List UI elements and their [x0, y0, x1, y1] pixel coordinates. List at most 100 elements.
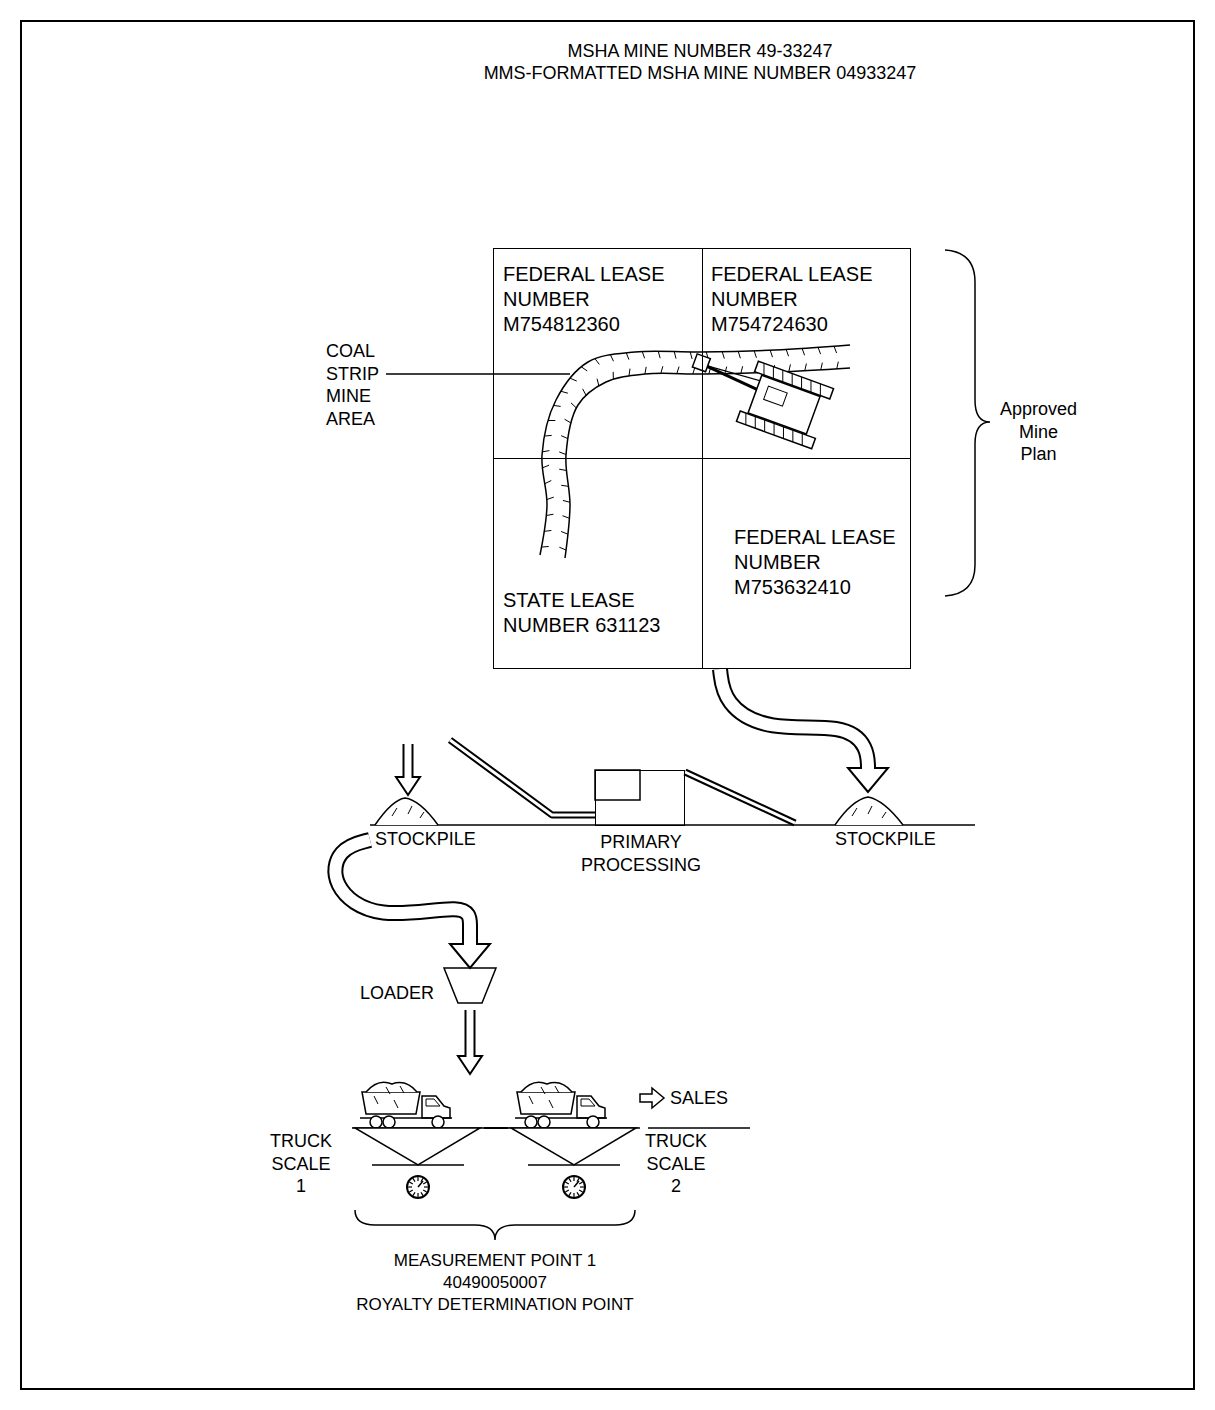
strip-mine-tick [741, 366, 743, 373]
strip-mine-tick [559, 469, 566, 470]
strip-mine-tick [563, 516, 570, 519]
strip-mine-tick [629, 369, 630, 376]
strip-mine-tick [642, 351, 644, 358]
node-text: STATE LEASE NUMBER 631123 [503, 588, 693, 638]
strip-mine-edge [540, 345, 850, 555]
connector-outline [403, 744, 414, 780]
scale-symbol [573, 1177, 574, 1181]
strip-mine-tick [595, 359, 599, 365]
bracket [355, 1210, 635, 1240]
arrow-head [450, 944, 490, 968]
scale-symbol [511, 1128, 636, 1165]
conveyor [396, 740, 595, 815]
loader: LOADER [444, 968, 496, 1008]
measurement-number: 40490050007 [295, 1272, 695, 1293]
lease-box: FEDERAL LEASE NUMBER M754812360 [493, 248, 703, 459]
conveyor [685, 772, 795, 823]
connector-outline [335, 840, 470, 947]
truck-scale: TRUCK SCALE 2 [508, 1075, 640, 1200]
strip-mine-tick [725, 367, 727, 374]
measurement-label: ROYALTY DETERMINATION POINT [295, 1294, 695, 1315]
scale-symbol [407, 1176, 429, 1198]
strip-mine-tick [581, 367, 587, 371]
bracket [945, 250, 990, 596]
dump-truck [360, 1082, 452, 1128]
scale-symbol [508, 1128, 640, 1198]
node-text: TRUCK SCALE 1 [270, 1130, 332, 1198]
connector-inner [467, 1010, 474, 1059]
page-frame [21, 21, 1194, 1389]
stockpile: STOCKPILE [370, 792, 495, 860]
measurement-label: MEASUREMENT POINT 1 [295, 1250, 695, 1271]
scale-symbol [573, 1193, 574, 1197]
scale-symbol [413, 1178, 415, 1181]
dragline [748, 375, 820, 434]
processing-plant: PRIMARY PROCESSING [595, 770, 685, 826]
subtitle: MMS-FORMATTED MSHA MINE NUMBER 04933247 [300, 62, 1100, 85]
scale-symbol [564, 1186, 568, 1187]
connector-outline [450, 740, 595, 815]
strip-mine-tick [722, 352, 724, 359]
strip-mine-tick [802, 348, 804, 355]
loader-hopper-symbol [444, 968, 496, 1003]
node-text: STOCKPILE [375, 828, 476, 851]
connector-inner [720, 669, 868, 771]
flow-label: SALES [670, 1087, 728, 1110]
scale-symbol [424, 1186, 428, 1187]
strip-mine-tick [559, 452, 566, 455]
scale-symbol [574, 1181, 579, 1187]
scale-symbol [423, 1182, 426, 1184]
scale-symbol [409, 1182, 412, 1184]
strip-mine-tick [547, 497, 554, 499]
truck-scale: TRUCK SCALE 1 [352, 1075, 484, 1200]
connector-outline [484, 1127, 508, 1129]
scale-symbol [418, 1181, 423, 1187]
strip-mine-tick [561, 531, 568, 534]
strip-mine-tick [570, 378, 577, 381]
strip-mine-tick [661, 366, 663, 373]
flow-arrow [720, 669, 888, 792]
node-text: FEDERAL LEASE NUMBER M754724630 [711, 262, 901, 337]
strip-mine-tick [770, 350, 772, 357]
strip-mine-tick [754, 351, 756, 358]
strip-mine-tick [818, 347, 820, 354]
strip-mine-tick [821, 363, 823, 370]
strip-mine-tick [658, 351, 660, 358]
stockpile-symbol [852, 806, 886, 818]
stockpile-symbol [392, 806, 424, 818]
bracket-label: Approved Mine Plan [1000, 398, 1077, 466]
scale-symbol [413, 1192, 415, 1195]
node-text: FEDERAL LEASE NUMBER M753632410 [734, 525, 908, 600]
node-text: PRIMARY PROCESSING [571, 831, 711, 876]
strip-mine-tick [541, 546, 548, 548]
connector-outline [465, 1010, 476, 1059]
strip-mine-tick [677, 367, 679, 374]
scale-symbol [528, 1164, 620, 1166]
strip-mine-tick [544, 435, 551, 437]
scale-symbol [565, 1182, 568, 1184]
strip-mine-tick [565, 419, 571, 423]
plant-detail [595, 770, 640, 800]
strip-mine-tick [561, 436, 568, 439]
sales-arrow [640, 1088, 664, 1108]
connector-outline [720, 669, 868, 771]
strip-mine-tick [837, 362, 839, 369]
scale-symbol [409, 1190, 412, 1192]
strip-mine-tick [545, 481, 552, 484]
lease-box: FEDERAL LEASE NUMBER M754724630 [702, 248, 911, 459]
scale-symbol [423, 1190, 426, 1192]
flow-arrow [484, 1128, 508, 1129]
connector-inner [685, 772, 795, 823]
scale-symbol [408, 1186, 412, 1187]
scale-symbol [563, 1176, 585, 1198]
scale-symbol [569, 1178, 571, 1181]
dragline [742, 363, 824, 445]
scale-symbol [579, 1182, 582, 1184]
road-line [648, 1127, 750, 1129]
flow-arrow [458, 1010, 482, 1074]
scale-symbol [577, 1192, 579, 1195]
node-text: TRUCK SCALE 2 [645, 1130, 707, 1198]
strip-mine-tick [561, 485, 568, 486]
